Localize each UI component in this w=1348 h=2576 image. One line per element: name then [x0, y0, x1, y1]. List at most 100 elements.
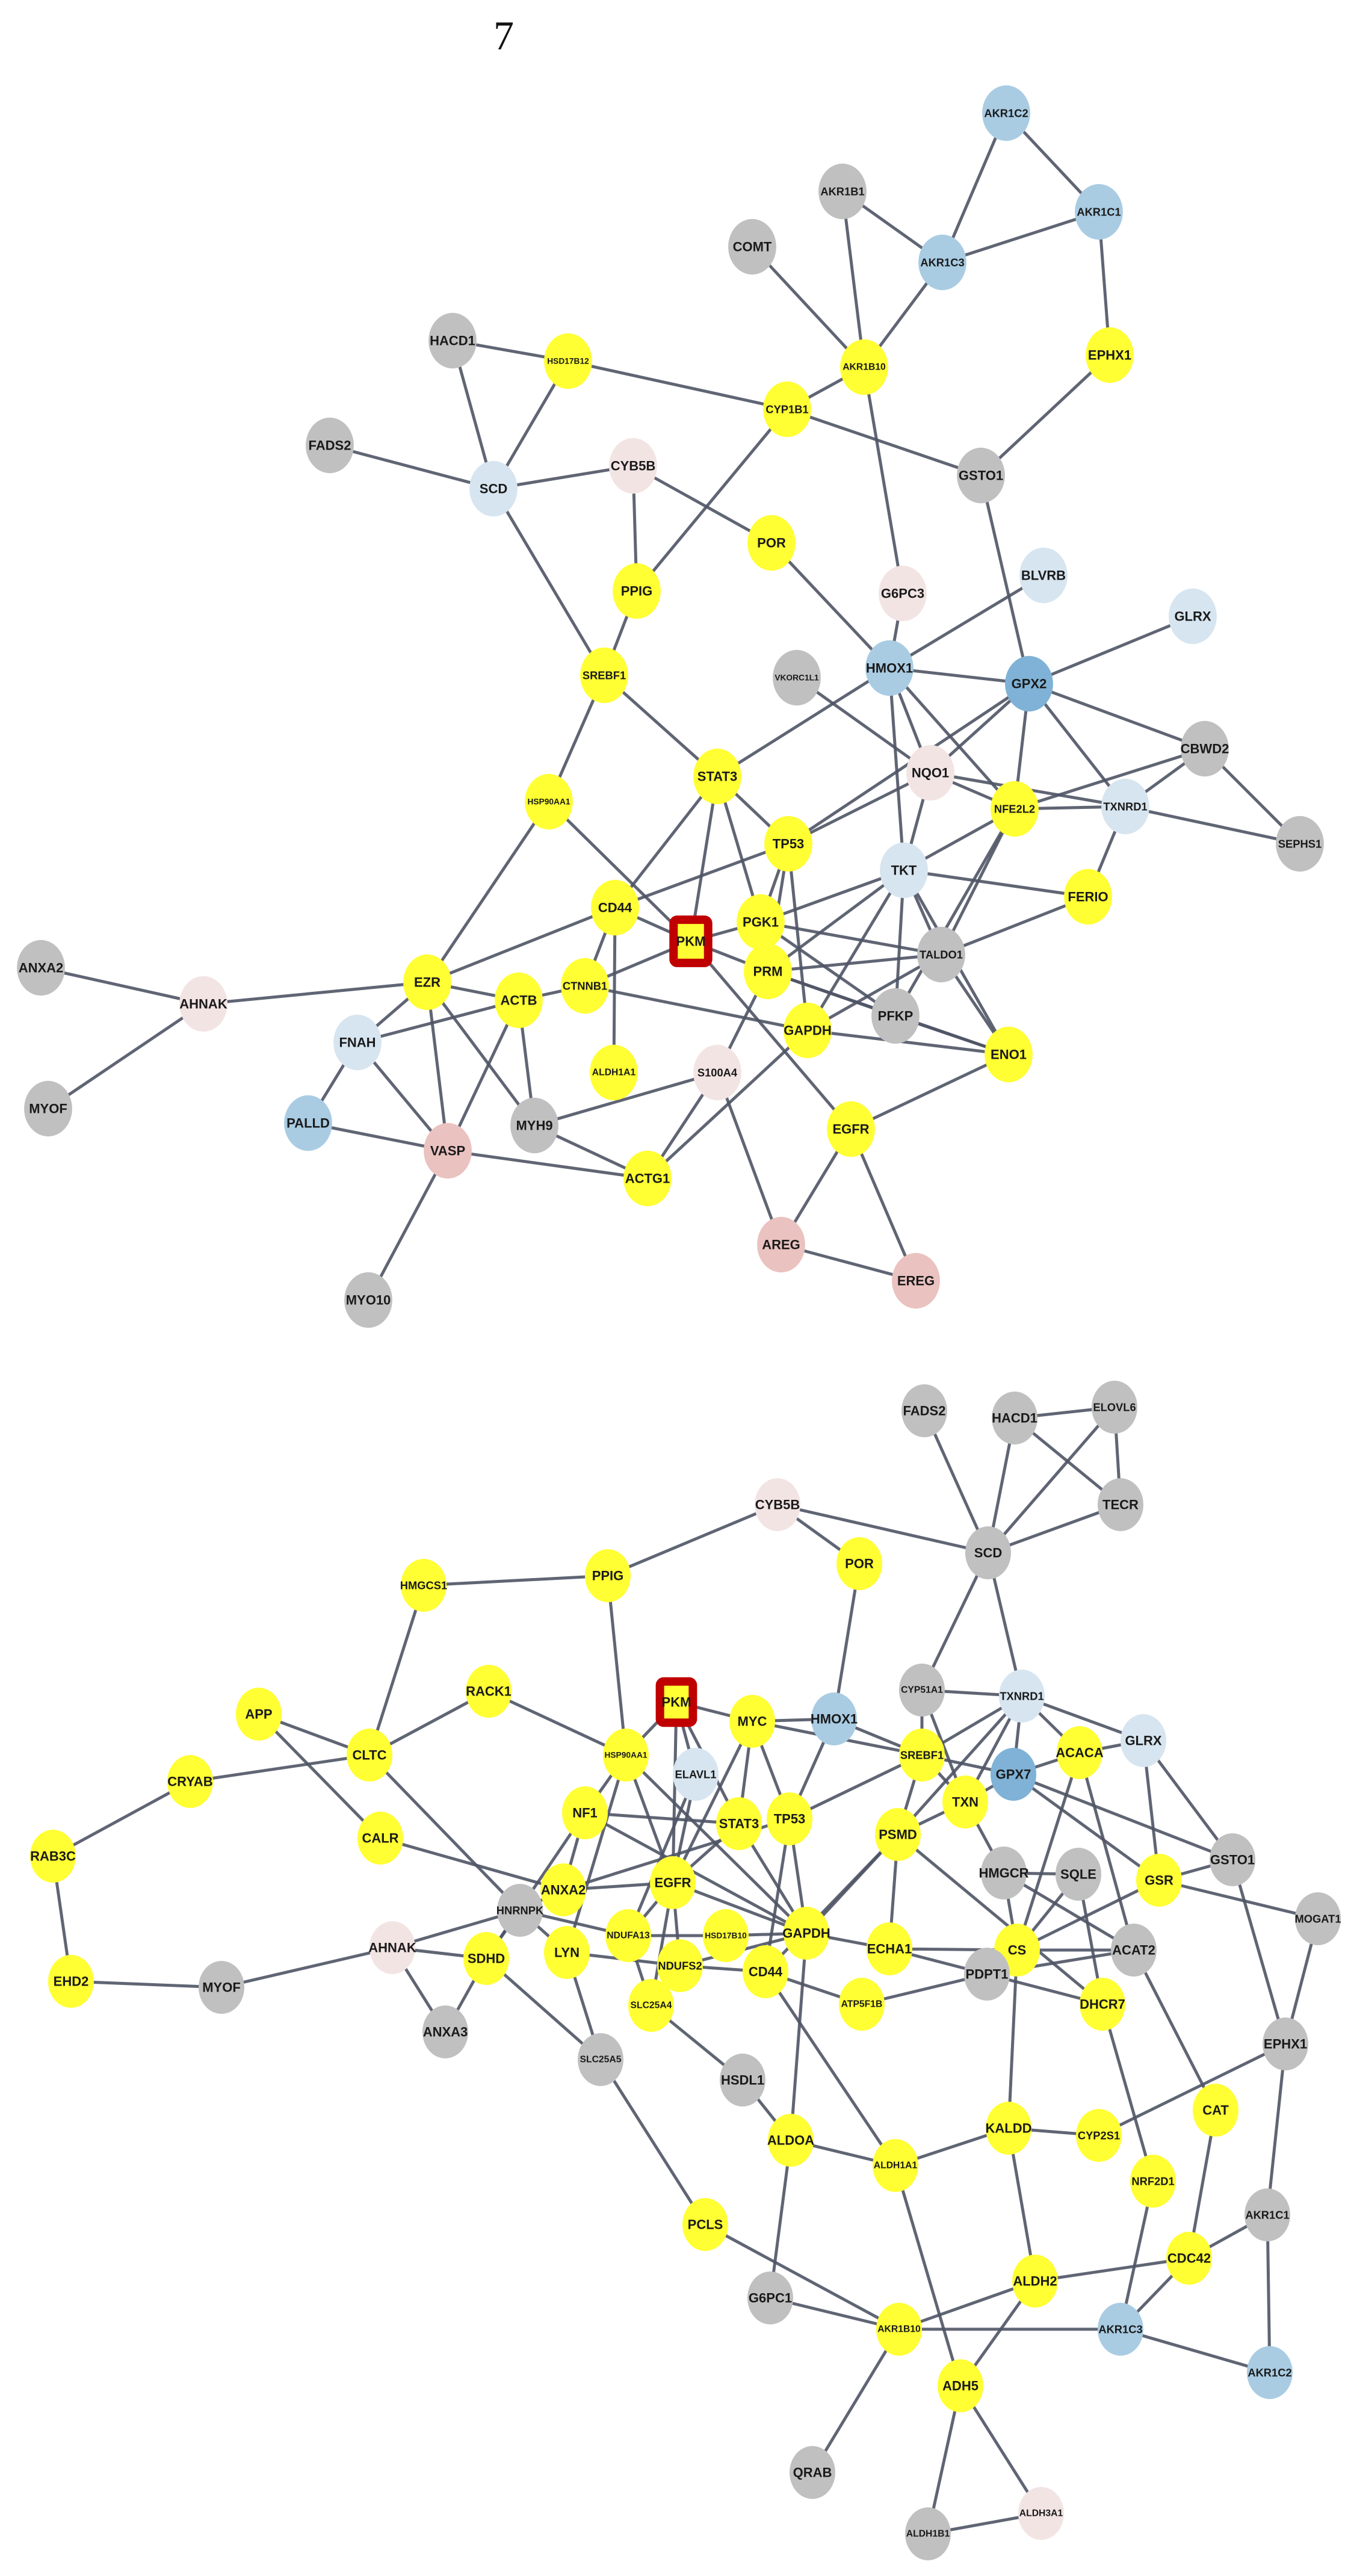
node-HACD1[interactable]: HACD1	[992, 1392, 1037, 1444]
node-DHCR7[interactable]: DHCR7	[1080, 1978, 1125, 2031]
node-TXN[interactable]: TXN	[942, 1776, 988, 1828]
node-SDHD[interactable]: SDHD	[463, 1932, 509, 1985]
node-ANXA3[interactable]: ANXA3	[422, 2005, 468, 2058]
node-HMOX1[interactable]: HMOX1	[865, 640, 914, 696]
node-EGFR[interactable]: EGFR	[827, 1101, 875, 1157]
node-AKR1C1[interactable]: AKR1C1	[1075, 184, 1123, 240]
node-ACTB[interactable]: ACTB	[495, 972, 543, 1029]
node-SREBF1[interactable]: SREBF1	[899, 1729, 945, 1782]
node-TALDO1[interactable]: TALDO1	[917, 926, 965, 983]
node-HSP90AA1[interactable]: HSP90AA1	[525, 773, 573, 830]
node-NFE2L2[interactable]: NFE2L2	[991, 781, 1039, 837]
node-HSD17B12[interactable]: HSD17B12	[544, 333, 592, 389]
node-MYOF[interactable]: MYOF	[24, 1080, 72, 1137]
node-AKR1C3[interactable]: AKR1C3	[1098, 2303, 1143, 2356]
node-RACK1[interactable]: RACK1	[466, 1665, 512, 1718]
node-PRM[interactable]: PRM	[744, 943, 792, 1000]
node-ACAT2[interactable]: ACAT2	[1111, 1924, 1157, 1977]
node-EGFR[interactable]: EGFR	[650, 1856, 696, 1909]
node-GLRX[interactable]: GLRX	[1121, 1714, 1166, 1767]
node-MOGAT1[interactable]: MOGAT1	[1294, 1892, 1341, 1945]
node-GSTO1[interactable]: GSTO1	[1210, 1833, 1255, 1886]
node-QRAB[interactable]: QRAB	[790, 2446, 835, 2499]
node-HMGCR[interactable]: HMGCR	[979, 1847, 1029, 1899]
node-CALR[interactable]: CALR	[357, 1812, 403, 1865]
node-CYB5B[interactable]: CYB5B	[755, 1478, 800, 1531]
node-POR[interactable]: POR	[747, 515, 796, 571]
node-SQLE[interactable]: SQLE	[1056, 1848, 1101, 1901]
node-FADS2[interactable]: FADS2	[306, 417, 354, 474]
node-AHNAK[interactable]: AHNAK	[179, 976, 227, 1032]
node-CAT[interactable]: CAT	[1193, 2084, 1238, 2137]
node-NDUFS2[interactable]: NDUFS2	[657, 1939, 703, 1992]
node-HSP90AA1[interactable]: HSP90AA1	[603, 1729, 649, 1782]
node-VASP[interactable]: VASP	[424, 1122, 472, 1179]
node-TXNRD1[interactable]: TXNRD1	[999, 1670, 1045, 1723]
node-LYN[interactable]: LYN	[544, 1926, 590, 1979]
node-AKR1B1[interactable]: AKR1B1	[818, 163, 867, 220]
node-ALDOA[interactable]: ALDOA	[767, 2114, 814, 2167]
node-GSTO1[interactable]: GSTO1	[957, 447, 1005, 504]
node-GLRX[interactable]: GLRX	[1169, 588, 1217, 645]
node-BLVRB[interactable]: BLVRB	[1019, 547, 1068, 604]
node-ELOVL6[interactable]: ELOVL6	[1092, 1381, 1137, 1434]
node-AKR1C2[interactable]: AKR1C2	[982, 85, 1030, 141]
node-FERIO[interactable]: FERIO	[1064, 868, 1112, 925]
node-ALDH1A1[interactable]: ALDH1A1	[590, 1044, 638, 1101]
node-CDC42[interactable]: CDC42	[1166, 2232, 1212, 2285]
node-STAT3[interactable]: STAT3	[693, 748, 741, 805]
node-HMGCS1[interactable]: HMGCS1	[400, 1559, 447, 1612]
node-HACD1[interactable]: HACD1	[428, 312, 477, 369]
node-KALDD[interactable]: KALDD	[986, 2102, 1032, 2155]
node-AKR1C2[interactable]: AKR1C2	[1247, 2346, 1293, 2399]
node-AKR1B10[interactable]: AKR1B10	[876, 2303, 922, 2356]
node-SLC25A5[interactable]: SLC25A5	[578, 2033, 623, 2086]
node-GPX2[interactable]: GPX2	[1005, 655, 1053, 712]
node-CD44[interactable]: CD44	[743, 1945, 788, 1998]
node-ALDH1A1[interactable]: ALDH1A1	[873, 2139, 918, 2192]
node-NRF2D1[interactable]: NRF2D1	[1130, 2155, 1176, 2208]
node-COMT[interactable]: COMT	[728, 218, 776, 275]
node-TKT[interactable]: TKT	[880, 842, 928, 899]
node-AKR1C3[interactable]: AKR1C3	[918, 234, 966, 291]
node-STAT3[interactable]: STAT3	[716, 1797, 762, 1850]
node-APP[interactable]: APP	[236, 1688, 282, 1741]
node-SCD[interactable]: SCD	[469, 460, 518, 517]
node-ATP5F1B[interactable]: ATP5F1B	[839, 1978, 885, 2031]
node-PCLS[interactable]: PCLS	[682, 2198, 728, 2251]
node-MYO10[interactable]: MYO10	[344, 1272, 392, 1328]
node-SCD[interactable]: SCD	[965, 1526, 1011, 1579]
node-CYB5B[interactable]: CYB5B	[609, 438, 657, 494]
node-AREG[interactable]: AREG	[757, 1216, 805, 1273]
node-PFKP[interactable]: PFKP	[871, 988, 920, 1044]
node-MYH9[interactable]: MYH9	[510, 1097, 558, 1154]
node-MYOF[interactable]: MYOF	[199, 1961, 244, 2014]
node-NQO1[interactable]: NQO1	[906, 745, 954, 801]
node-RAB3C[interactable]: RAB3C	[30, 1830, 76, 1883]
node-ANXA2[interactable]: ANXA2	[17, 940, 65, 996]
node-ALDH1B1[interactable]: ALDH1B1	[905, 2507, 951, 2560]
node-TECR[interactable]: TECR	[1098, 1478, 1143, 1531]
node-CTNNB1[interactable]: CTNNB1	[561, 958, 609, 1014]
node-ENO1[interactable]: ENO1	[985, 1026, 1033, 1083]
node-VKORC1L1[interactable]: VKORC1L1	[773, 649, 821, 706]
node-FADS2[interactable]: FADS2	[901, 1384, 947, 1437]
node-ACACA[interactable]: ACACA	[1056, 1726, 1104, 1779]
node-ELAVL1[interactable]: ELAVL1	[673, 1748, 719, 1801]
node-HNRNPK[interactable]: HNRNPK	[496, 1884, 544, 1937]
node-MYC[interactable]: MYC	[729, 1695, 775, 1748]
node-PKM[interactable]: PKM	[669, 915, 713, 967]
node-ALDH2[interactable]: ALDH2	[1012, 2255, 1058, 2308]
node-NDUFA13[interactable]: NDUFA13	[605, 1909, 651, 1962]
node-ECHA1[interactable]: ECHA1	[867, 1922, 912, 1975]
node-SLC25A4[interactable]: SLC25A4	[628, 1979, 674, 2032]
node-ACTG1[interactable]: ACTG1	[623, 1150, 672, 1207]
node-G6PC1[interactable]: G6PC1	[747, 2271, 793, 2324]
node-AHNAK[interactable]: AHNAK	[368, 1921, 416, 1974]
node-GAPDH[interactable]: GAPDH	[782, 1907, 830, 1960]
node-CYP2S1[interactable]: CYP2S1	[1076, 2109, 1122, 2162]
node-ANXA2[interactable]: ANXA2	[540, 1863, 586, 1916]
node-GSR[interactable]: GSR	[1136, 1854, 1182, 1907]
node-AKR1C1[interactable]: AKR1C1	[1244, 2188, 1290, 2241]
node-ADH5[interactable]: ADH5	[938, 2359, 983, 2412]
